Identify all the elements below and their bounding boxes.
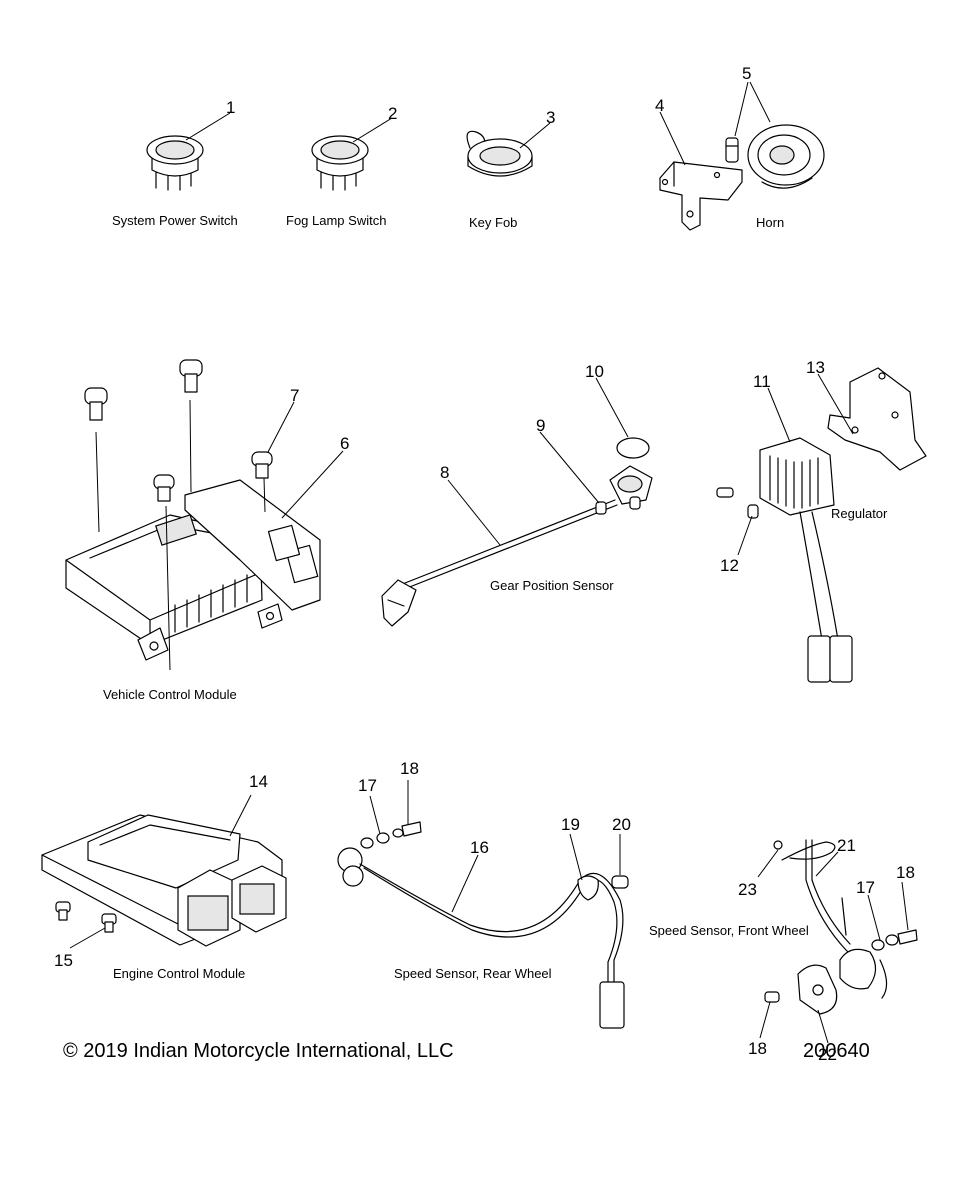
caption-speed-sensor-front-wheel: Speed Sensor, Front Wheel [649,923,809,938]
system-power-switch-drawing [146,135,204,191]
caption-speed-sensor-rear-wheel: Speed Sensor, Rear Wheel [394,966,552,981]
callout-10: 10 [585,362,604,381]
callout-18b: 18 [896,863,915,882]
callout-18a: 18 [400,759,419,778]
copyright-notice: © 2019 Indian Motorcycle International, … [63,1040,454,1062]
caption-horn: Horn [756,215,784,230]
callout-22: 22 [818,1045,837,1064]
callout-9: 9 [536,416,545,435]
callout-17a: 17 [358,776,377,795]
callout-19: 19 [561,815,580,834]
callout-numbers: 1 2 3 4 5 6 7 8 9 10 11 12 13 14 15 16 1… [54,64,915,1064]
callout-18c: 18 [748,1039,767,1058]
module-screws-drawing [84,359,273,502]
regulator-drawing [716,367,927,683]
callout-14: 14 [249,772,268,791]
engine-control-module-drawing [41,814,287,947]
key-fob-drawing [466,130,533,177]
document-number: 200640 [803,1040,870,1062]
callout-8: 8 [440,463,449,482]
caption-key-fob: Key Fob [469,215,517,230]
caption-system-power-switch: System Power Switch [112,213,238,228]
callout-21: 21 [837,836,856,855]
fog-lamp-switch-drawing [311,135,369,191]
callout-1: 1 [226,98,235,117]
callout-12: 12 [720,556,739,575]
leader-lines [69,81,909,1044]
caption-regulator: Regulator [831,506,888,521]
part-captions: System Power Switch Fog Lamp Switch Key … [103,213,888,981]
vehicle-control-module-drawing [65,399,321,671]
callout-3: 3 [546,108,555,127]
callout-5: 5 [742,64,751,83]
callout-20: 20 [612,815,631,834]
rear-speed-sensor-drawing [337,821,629,1029]
caption-gear-position-sensor: Gear Position Sensor [490,578,614,593]
caption-vehicle-control-module: Vehicle Control Module [103,687,237,702]
callout-2: 2 [388,104,397,123]
front-speed-sensor-drawing [764,839,918,1015]
horn-drawing [659,124,825,231]
callout-15: 15 [54,951,73,970]
callout-11: 11 [753,372,771,391]
callout-17b: 17 [856,878,875,897]
callout-7: 7 [290,386,299,405]
gear-position-sensor-drawing [381,437,653,627]
caption-engine-control-module: Engine Control Module [113,966,245,981]
caption-fog-lamp-switch: Fog Lamp Switch [286,213,386,228]
callout-13: 13 [806,358,825,377]
callout-16: 16 [470,838,489,857]
callout-23: 23 [738,880,757,899]
callout-6: 6 [340,434,349,453]
callout-4: 4 [655,96,664,115]
